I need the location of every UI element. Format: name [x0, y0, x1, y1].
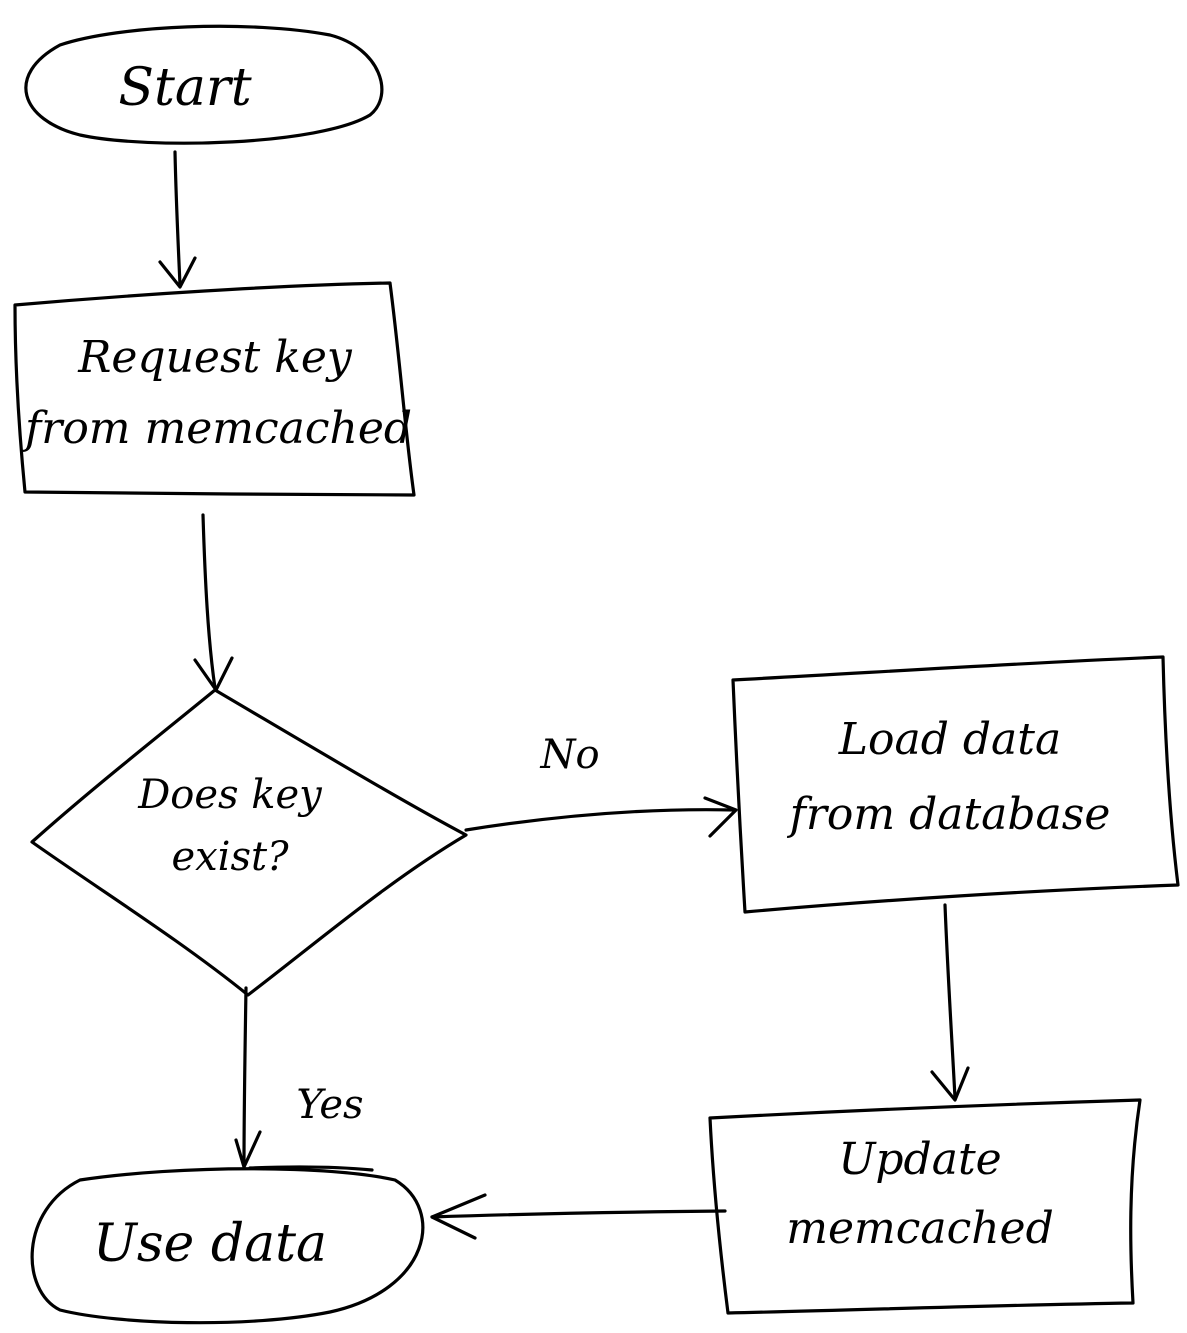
arrowhead-start-to-request: [158, 256, 197, 289]
arrowhead-yes-branch: [234, 1130, 262, 1169]
request-label: Request key from memcached: [25, 330, 413, 456]
start-label: Start: [118, 58, 252, 118]
arrowhead-load-to-update: [930, 1066, 970, 1102]
arrow-yes-branch: [242, 986, 248, 1167]
decision-label-line1: Does key: [138, 772, 322, 818]
update-label-line1: Update: [838, 1134, 1002, 1185]
request-box-shape: [13, 281, 416, 497]
use-terminal-shape: [30, 1167, 425, 1325]
load-label-line1: Load data: [838, 714, 1062, 765]
arrow-request-to-decision: [201, 513, 217, 690]
decision-label-line2: exist?: [171, 834, 289, 880]
arrowhead-no-branch: [703, 796, 738, 838]
arrow-start-to-request: [173, 150, 182, 287]
update-box-shape: [708, 1098, 1142, 1315]
arrowhead-update-to-use: [430, 1193, 487, 1240]
decision-label: Does key exist?: [110, 770, 350, 882]
load-label-line2: from database: [789, 789, 1111, 840]
decision-diamond-shape: [30, 688, 468, 997]
update-label-line2: memcached: [786, 1203, 1054, 1254]
use-label: Use data: [93, 1214, 327, 1274]
update-label: Update memcached: [740, 1132, 1100, 1256]
arrow-no-branch: [464, 808, 737, 832]
arrow-load-to-update: [943, 903, 957, 1100]
request-label-line2: from memcached: [25, 403, 413, 454]
arrow-update-to-use: [430, 1209, 727, 1219]
edge-label-yes: Yes: [296, 1082, 364, 1128]
request-label-line1: Request key: [78, 332, 352, 383]
start-terminal-shape: [24, 24, 384, 145]
load-label: Load data from database: [750, 712, 1150, 842]
load-box-shape: [731, 655, 1180, 914]
edge-label-no: No: [540, 732, 600, 778]
use-terminal-overstroke: [248, 1165, 374, 1172]
